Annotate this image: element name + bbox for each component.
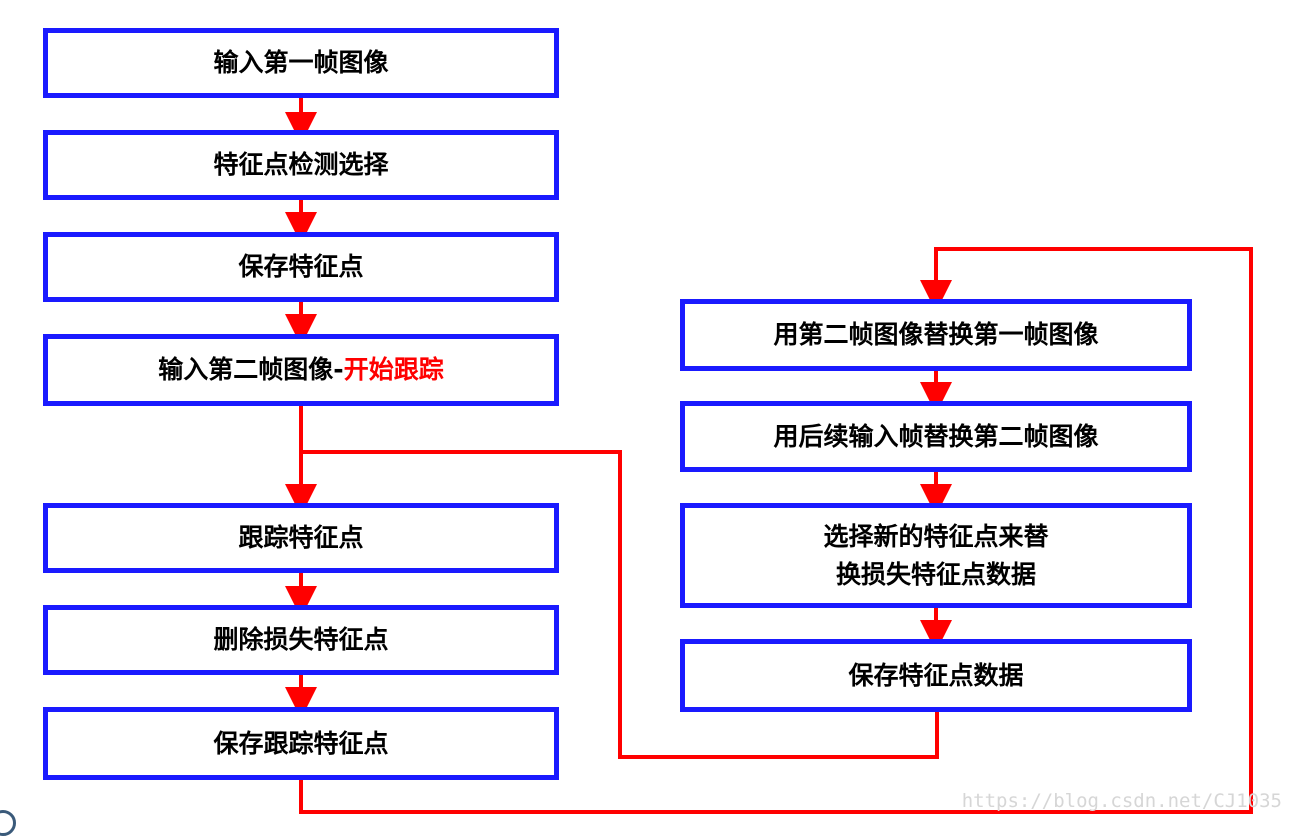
step-save-feature-data: 保存特征点数据: [680, 639, 1192, 712]
watermark: https://blog.csdn.net/CJ1035: [961, 790, 1282, 812]
step-label-main: 输入第二帧图像-: [158, 355, 344, 385]
step-label: 删除损失特征点: [213, 625, 389, 655]
step-delete-lost-features: 删除损失特征点: [43, 605, 559, 675]
step-label-highlight: 开始跟踪: [343, 355, 444, 385]
step-label: 特征点检测选择: [213, 150, 389, 180]
step-label: 用第二帧图像替换第一帧图像: [773, 320, 1099, 350]
step-label: 保存跟踪特征点: [213, 728, 389, 758]
step-save-features: 保存特征点: [43, 232, 559, 302]
step-track-features: 跟踪特征点: [43, 503, 559, 573]
step-detect-select-features: 特征点检测选择: [43, 130, 559, 200]
step-label: 输入第二帧图像-开始跟踪: [158, 351, 443, 389]
step-label: 保存特征点数据: [848, 660, 1024, 690]
step-replace-second-with-next: 用后续输入帧替换第二帧图像: [680, 401, 1192, 472]
step-label: 用后续输入帧替换第二帧图像: [773, 421, 1099, 451]
step-save-tracked-features: 保存跟踪特征点: [43, 707, 559, 780]
step-label-line1: 选择新的特征点来替: [823, 522, 1049, 551]
branch-to-right-loop: [301, 450, 939, 759]
step-label-line2: 换损失特征点数据: [835, 559, 1036, 589]
step-label: 输入第一帧图像: [213, 48, 389, 78]
step-replace-first-with-second: 用第二帧图像替换第一帧图像: [680, 299, 1192, 371]
step-label: 跟踪特征点: [238, 523, 364, 553]
step-select-new-features: 选择新的特征点来替 换损失特征点数据: [680, 503, 1192, 608]
step-input-second-frame: 输入第二帧图像-开始跟踪: [43, 334, 559, 406]
loop-back-to-top: [299, 247, 1253, 814]
step-input-first-frame: 输入第一帧图像: [43, 28, 559, 98]
step-label: 保存特征点: [238, 252, 364, 282]
